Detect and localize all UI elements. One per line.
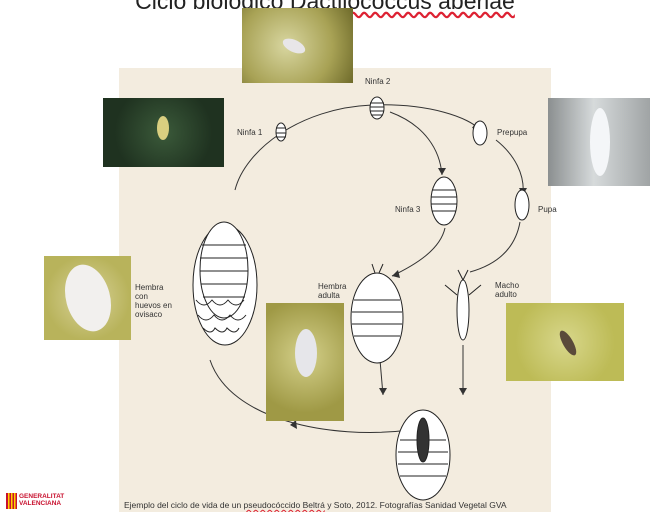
photo-prepupa-cocoon bbox=[548, 98, 650, 186]
cycle-arrow-pupa-macho bbox=[470, 222, 520, 272]
label-ninfa2: Ninfa 2 bbox=[365, 77, 390, 86]
photo-hembra-huevos-insect bbox=[44, 256, 131, 340]
generalitat-logo-icon bbox=[6, 493, 17, 509]
label-ninfa3: Ninfa 3 bbox=[395, 205, 420, 214]
logo-line1: GENERALITAT bbox=[19, 493, 64, 500]
photo-prepupa bbox=[548, 98, 650, 186]
logo-line2: VALENCIANA bbox=[19, 500, 64, 507]
label-hembra-adulta: Hembra adulta bbox=[318, 282, 346, 300]
caption-pre: Ejemplo del ciclo de vida de un bbox=[124, 500, 244, 510]
label-hembra-huevos-line1: Hembra bbox=[135, 283, 172, 292]
pupa-drawing bbox=[515, 190, 529, 220]
label-prepupa: Prepupa bbox=[497, 128, 527, 137]
label-ninfa1: Ninfa 1 bbox=[237, 128, 262, 137]
caption-citation: pseudocóccido Beltrá bbox=[244, 500, 325, 510]
photo-ninfa2 bbox=[242, 8, 353, 83]
label-macho-adulto-line2: adulto bbox=[495, 290, 519, 299]
cycle-arrow-ninfa2-ninfa3 bbox=[390, 112, 442, 175]
macho-adulto-drawing bbox=[445, 270, 481, 340]
label-macho-adulto: Macho adulto bbox=[495, 281, 519, 299]
prepupa-drawing bbox=[473, 121, 487, 145]
photo-hembra-adulta bbox=[266, 303, 344, 421]
ninfa2-drawing bbox=[370, 97, 384, 119]
ninfa3-drawing bbox=[431, 177, 457, 225]
label-pupa: Pupa bbox=[538, 205, 557, 214]
hembra-adulta-drawing bbox=[351, 264, 403, 363]
label-hembra-huevos-line2: con bbox=[135, 292, 172, 301]
label-macho-adulto-line1: Macho bbox=[495, 281, 519, 290]
label-hembra-huevos-line4: ovisaco bbox=[135, 310, 172, 319]
ninfa1-drawing bbox=[276, 123, 286, 141]
photo-macho-adulto-insect bbox=[506, 303, 624, 381]
hembra-huevos-drawing bbox=[193, 222, 257, 345]
photo-macho-adulto bbox=[506, 303, 624, 381]
photo-hembra-adulta-insect bbox=[266, 303, 344, 421]
label-hembra-huevos-line3: huevos en bbox=[135, 301, 172, 310]
label-hembra-adulta-line1: Hembra bbox=[318, 282, 346, 291]
photo-ninfa1-insect bbox=[103, 98, 224, 167]
label-hembra-huevos: Hembra con huevos en ovisaco bbox=[135, 283, 172, 319]
figure-caption: Ejemplo del ciclo de vida de un pseudocó… bbox=[124, 500, 507, 510]
photo-hembra-huevos bbox=[44, 256, 131, 340]
generalitat-logo-text: GENERALITAT VALENCIANA bbox=[19, 493, 64, 507]
cycle-arrow-prepupa-pupa bbox=[496, 140, 523, 195]
cycle-arrow-ninfa3-hembra bbox=[392, 228, 445, 276]
label-hembra-adulta-line2: adulta bbox=[318, 291, 346, 300]
caption-post: y Soto, 2012. Fotografías Sanidad Vegeta… bbox=[325, 500, 507, 510]
photo-ninfa2-insect bbox=[242, 8, 353, 83]
hembra-fecundada-drawing bbox=[396, 410, 450, 500]
photo-ninfa1 bbox=[103, 98, 224, 167]
